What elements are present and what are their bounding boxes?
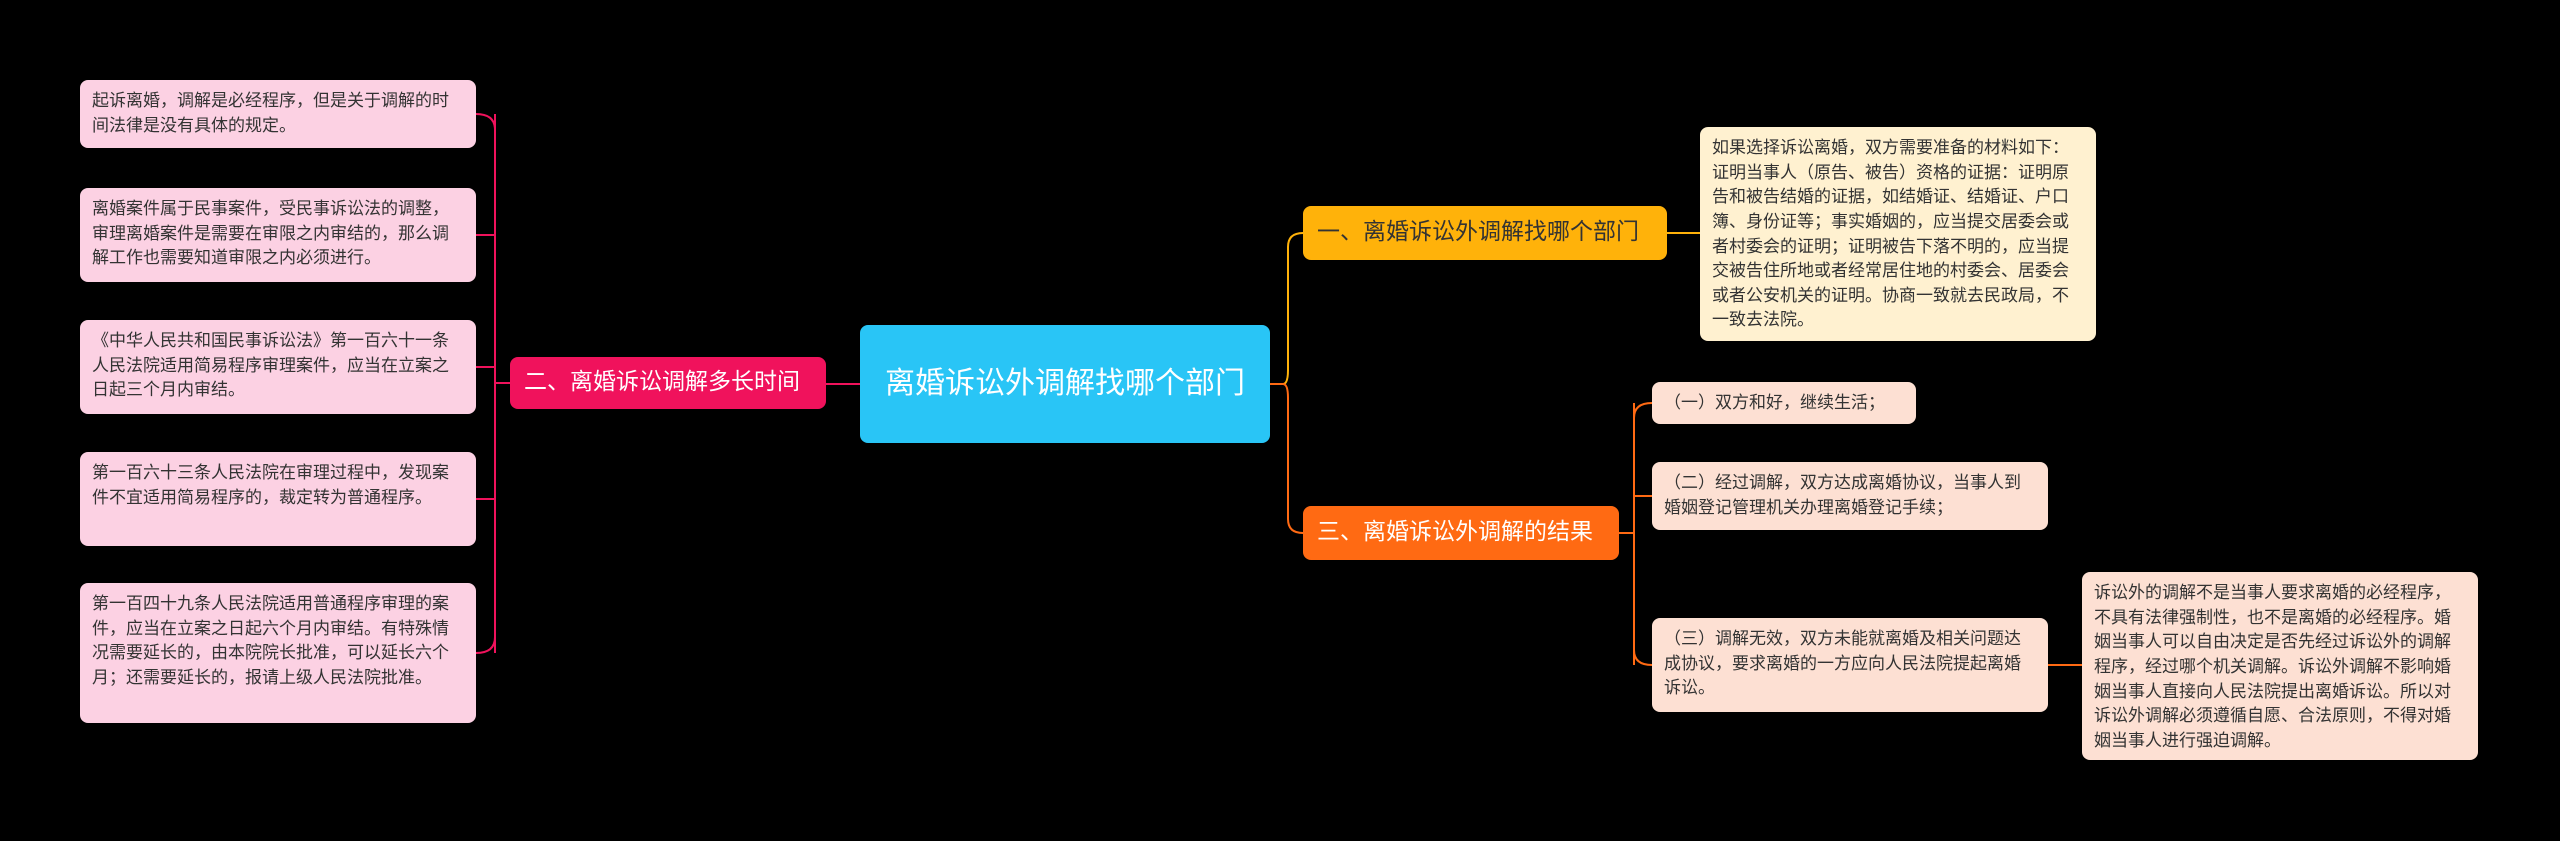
connector-left-trunk [494,114,510,653]
central-topic[interactable]: 离婚诉讼外调解找哪个部门 [860,325,1270,443]
leaf-node-materials[interactable]: 如果选择诉讼离婚，双方需要准备的材料如下：证明当事人（原告、被告）资格的证据：证… [1700,127,2096,341]
connector-right-bottom-leaf-1 [1633,402,1653,419]
leaf-node[interactable]: 第一百六十三条人民法院在审理过程中，发现案件不宜适用简易程序的，裁定转为普通程序… [80,452,476,546]
branch-result-label: 三、离婚诉讼外调解的结果 [1317,519,1593,546]
connector-right-bottom-trunk [1619,403,1635,665]
branch-department-label: 一、离婚诉讼外调解找哪个部门 [1317,219,1639,246]
central-topic-label: 离婚诉讼外调解找哪个部门 [885,366,1245,401]
leaf-node-result-3[interactable]: （三）调解无效，双方未能就离婚及相关问题达成协议，要求离婚的一方应向人民法院提起… [1652,618,2048,712]
connector-center-right-bottom [1270,383,1304,534]
leaf-node[interactable]: 离婚案件属于民事案件，受民事诉讼法的调整，审理离婚案件是需要在审限之内审结的，那… [80,188,476,282]
leaf-node[interactable]: 第一百四十九条人民法院适用普通程序审理的案件，应当在立案之日起六个月内审结。有特… [80,583,476,723]
leaf-node[interactable]: 《中华人民共和国民事诉讼法》第一百六十一条人民法院适用简易程序审理案件，应当在立… [80,320,476,414]
leaf-node-result-2[interactable]: （二）经过调解，双方达成离婚协议，当事人到婚姻登记管理机关办理离婚登记手续； [1652,462,2048,530]
sub-leaf-node[interactable]: 诉讼外的调解不是当事人要求离婚的必经程序，不具有法律强制性，也不是离婚的必经程序… [2082,572,2478,760]
leaf-node[interactable]: 起诉离婚，调解是必经程序，但是关于调解的时间法律是没有具体的规定。 [80,80,476,148]
branch-department[interactable]: 一、离婚诉讼外调解找哪个部门 [1303,206,1667,260]
connector-right-bottom-leaf-3 [1633,649,1653,666]
branch-duration[interactable]: 二、离婚诉讼调解多长时间 [510,357,826,409]
connector-center-right-top [1270,232,1304,385]
branch-duration-label: 二、离婚诉讼调解多长时间 [524,369,800,396]
branch-result[interactable]: 三、离婚诉讼外调解的结果 [1303,506,1619,560]
connector-left-leaf-1 [475,113,496,131]
connector-left-leaf-5 [475,636,496,654]
leaf-node-result-1[interactable]: （一）双方和好，继续生活； [1652,382,1916,424]
